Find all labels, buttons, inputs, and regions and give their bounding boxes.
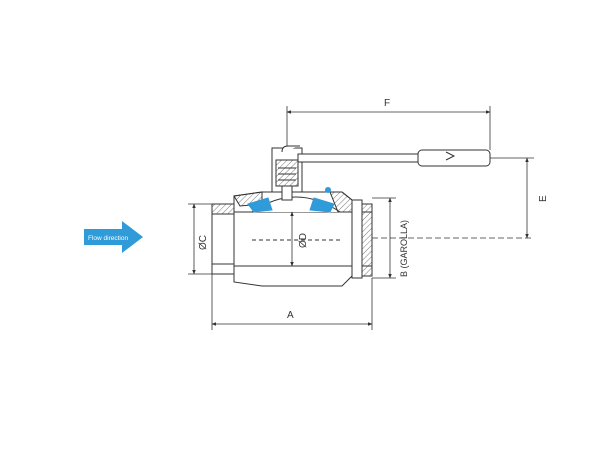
dimension-c-label: ØC <box>198 235 209 250</box>
dimension-b <box>372 197 396 279</box>
dimension-e <box>372 157 534 239</box>
dimension-a <box>211 274 373 330</box>
dimension-b-label: B (GAROLLA) <box>399 220 409 277</box>
dimension-f <box>286 106 491 150</box>
valve-handle <box>281 145 491 167</box>
dimension-d-label: ØD <box>298 233 309 248</box>
dimension-e-label: E <box>538 195 549 202</box>
dimension-f-label: F <box>384 98 390 109</box>
dimension-c <box>188 203 212 275</box>
flow-direction-arrow: Flow direction <box>84 221 143 253</box>
dimension-a-label: A <box>287 310 294 321</box>
flow-direction-label: Flow direction <box>88 235 128 242</box>
